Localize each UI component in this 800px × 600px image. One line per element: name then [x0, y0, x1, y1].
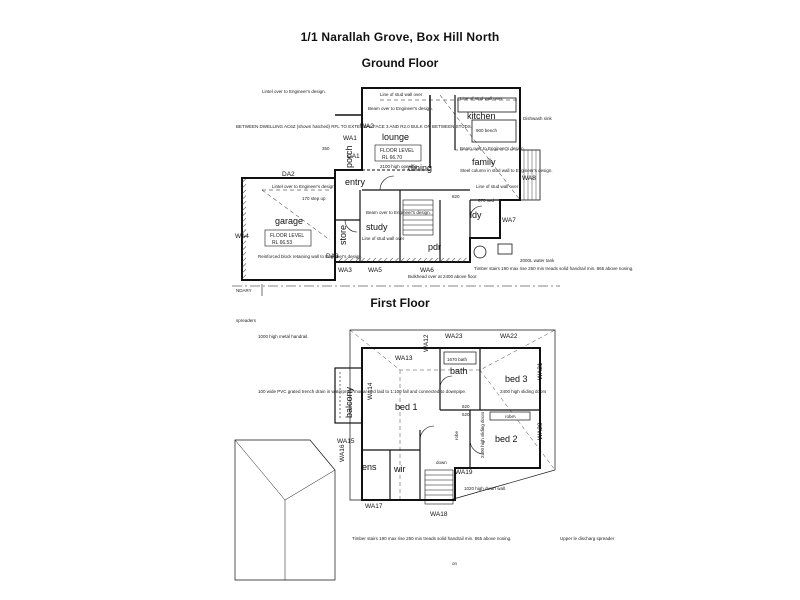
- room-study: study: [366, 222, 388, 232]
- gf-boundary-label: NDARY: [236, 288, 252, 293]
- window-wa1: WA1: [343, 135, 357, 142]
- ff-dim-620: 620: [462, 412, 470, 417]
- door-da1: DA1: [347, 153, 360, 160]
- window-wa6: WA6: [420, 267, 434, 274]
- gf-garage-hatch: [242, 178, 246, 280]
- gf-porch-wall: [335, 114, 363, 170]
- room-robe-2: robe: [454, 430, 459, 440]
- ff-lower-roof: [234, 439, 336, 581]
- window-wa21: WA21: [537, 362, 544, 380]
- room-bath: bath: [450, 366, 468, 376]
- ff-balcony: [334, 367, 363, 424]
- gf-note-stud-wall-3: Line of stud wall over: [476, 184, 519, 189]
- window-wa23: WA23: [445, 333, 463, 340]
- window-wa17: WA17: [365, 503, 383, 510]
- room-wir: wir: [393, 464, 406, 474]
- window-wa16: WA16: [339, 444, 346, 462]
- gf-floor-level-label: FLOOR LEVEL: [380, 148, 414, 154]
- ff-note-trench: 100 wide PVC grated trench drain in wate…: [258, 389, 466, 394]
- window-wa20: WA20: [537, 422, 544, 440]
- window-wa14: WA14: [367, 382, 374, 400]
- room-store: store: [338, 225, 348, 245]
- ff-note-down: down: [436, 460, 447, 465]
- window-wa5: WA5: [368, 267, 382, 274]
- room-bed1: bed 1: [395, 402, 418, 412]
- gf-note-beam-2: Beam over to Engineer's design.: [460, 146, 525, 151]
- room-pdr: pdr: [428, 242, 441, 252]
- garage-floor-level-value: RL 66.53: [272, 240, 292, 246]
- ff-note-spreaders: spreaders: [236, 318, 257, 323]
- garage-floor-level-label: FLOOR LEVEL: [270, 233, 304, 239]
- ff-note-bath-size: 1670 bath: [447, 357, 468, 362]
- gf-note-boundary: BETWEEN DWELLING AC6Z (shown hatched) RF…: [236, 124, 472, 129]
- gf-garage-wall: [241, 177, 336, 281]
- gf-dim-350: 350: [322, 146, 330, 151]
- room-ldy: ldy: [470, 210, 482, 220]
- gf-note-bench: 900 bench: [476, 128, 498, 133]
- ff-roof-outline: [349, 329, 556, 501]
- window-wa22: WA22: [500, 333, 518, 340]
- room-garage: garage: [275, 216, 303, 226]
- gf-floor-level-value: RL 66.70: [382, 155, 402, 161]
- gf-dim-670: 670 sed: [478, 198, 495, 203]
- window-wa15: WA15: [337, 438, 355, 445]
- ff-note-handrail: 1000 high metal handrail.: [258, 334, 309, 339]
- gf-note-beam-3: Beam over to Engineer's design.: [366, 210, 431, 215]
- window-wa8: WA8: [522, 175, 536, 182]
- gf-note-opening: 2100 high opening: [380, 164, 418, 169]
- gf-note-retaining: Reinforced block retaining wall to Engin…: [258, 254, 362, 259]
- gf-note-lintel-1: Lintel over to Engineer's design.: [262, 89, 326, 94]
- gf-note-bulkhead: Bulkhead over at 2400 above floor.: [408, 274, 478, 279]
- room-robe: robe: [505, 414, 515, 419]
- gf-note-tank: 2000L water tank: [520, 258, 555, 263]
- ff-note-sliding-3: 2400 high sliding doors: [500, 389, 547, 394]
- gf-note-stud-wall-1: Line of stud wall over: [380, 92, 423, 97]
- door-da2: DA2: [282, 171, 295, 178]
- first-floor-plan: [234, 329, 556, 581]
- gf-dim-820: 820: [452, 194, 460, 199]
- gf-note-stairs: Timber stairs 190 max rise 250 min tread…: [474, 266, 633, 271]
- window-wa13: WA13: [395, 355, 413, 362]
- room-entry: entry: [345, 177, 366, 187]
- room-dining: dining: [408, 163, 432, 173]
- gf-bottom-hatch: [335, 258, 470, 262]
- window-wa7: WA7: [502, 217, 516, 224]
- room-ens: ens: [362, 462, 377, 472]
- window-wa19: WA19: [455, 469, 473, 476]
- room-bed3: bed 3: [505, 374, 528, 384]
- door-da3: DA3: [326, 253, 339, 260]
- ff-note-on: on: [452, 561, 458, 566]
- room-lounge: lounge: [382, 132, 409, 142]
- page-title: 1/1 Narallah Grove, Box Hill North: [300, 30, 500, 44]
- gf-note-lintel-2: Lintel over to Engineer's design.: [272, 184, 336, 189]
- gf-note-stud-wall-4: Line of stud wall over: [362, 236, 405, 241]
- gf-labels: kitchen lounge dining family entry porch…: [235, 89, 633, 293]
- gf-note-steel-column: Steel column in stud wall to Engineer's …: [460, 168, 553, 173]
- ff-note-dwarf: 1020 high dwarf wall.: [464, 486, 506, 491]
- room-bed2: bed 2: [495, 434, 518, 444]
- ff-note-sliding-2: 2400 high sliding doors: [480, 411, 485, 458]
- ff-dim-820: 820: [462, 404, 470, 409]
- gf-note-stud-wall-2: Line of stud wall over: [460, 96, 503, 101]
- window-wa3: WA3: [338, 267, 352, 274]
- ground-floor-title: Ground Floor: [361, 56, 439, 70]
- first-floor-title: First Floor: [370, 296, 430, 310]
- window-wa2: WA2: [360, 123, 374, 130]
- room-balcony: balcony: [344, 386, 354, 418]
- window-wa12: WA12: [423, 334, 430, 352]
- ff-note-upper: Upper le discharg spreader: [560, 536, 615, 541]
- gf-note-beam-1: Beam over to Engineer's design.: [368, 106, 433, 111]
- room-kitchen: kitchen: [467, 111, 496, 121]
- ff-labels: bed 1 bed 2 bed 3 bath ens wir balcony r…: [236, 318, 615, 566]
- gf-note-steps: 170 step up: [302, 196, 326, 201]
- window-wa4: WA4: [235, 233, 249, 240]
- ff-outer-wall: [361, 347, 541, 501]
- room-family: family: [472, 157, 496, 167]
- room-porch: porch: [344, 145, 354, 168]
- window-wa18: WA18: [430, 511, 448, 518]
- gf-note-dishwasher: Dishwash sink: [523, 116, 553, 121]
- ff-note-stairs: Timber stairs 190 max rise 250 min tread…: [352, 536, 511, 541]
- ground-floor-plan: [232, 87, 560, 296]
